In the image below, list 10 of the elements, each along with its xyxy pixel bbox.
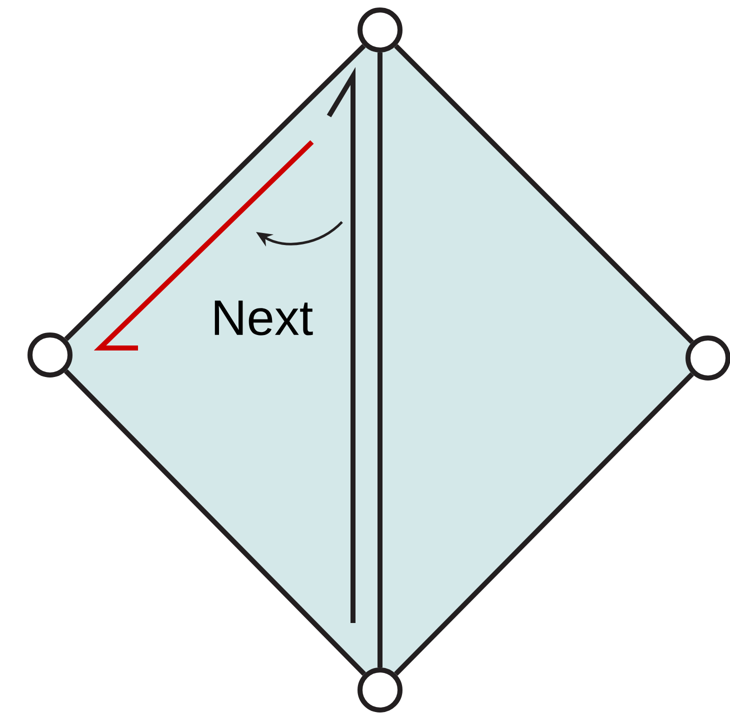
edge-line — [378, 52, 382, 668]
edge-line — [394, 44, 694, 344]
arrow-label: Next — [214, 300, 313, 336]
edge-line — [64, 44, 366, 341]
vertex-circle — [686, 336, 730, 380]
edge-line — [64, 369, 366, 676]
vertex-circle — [28, 332, 72, 378]
edge-line — [394, 372, 694, 676]
vertex-circle — [358, 8, 402, 52]
vertex-circle — [358, 668, 402, 712]
